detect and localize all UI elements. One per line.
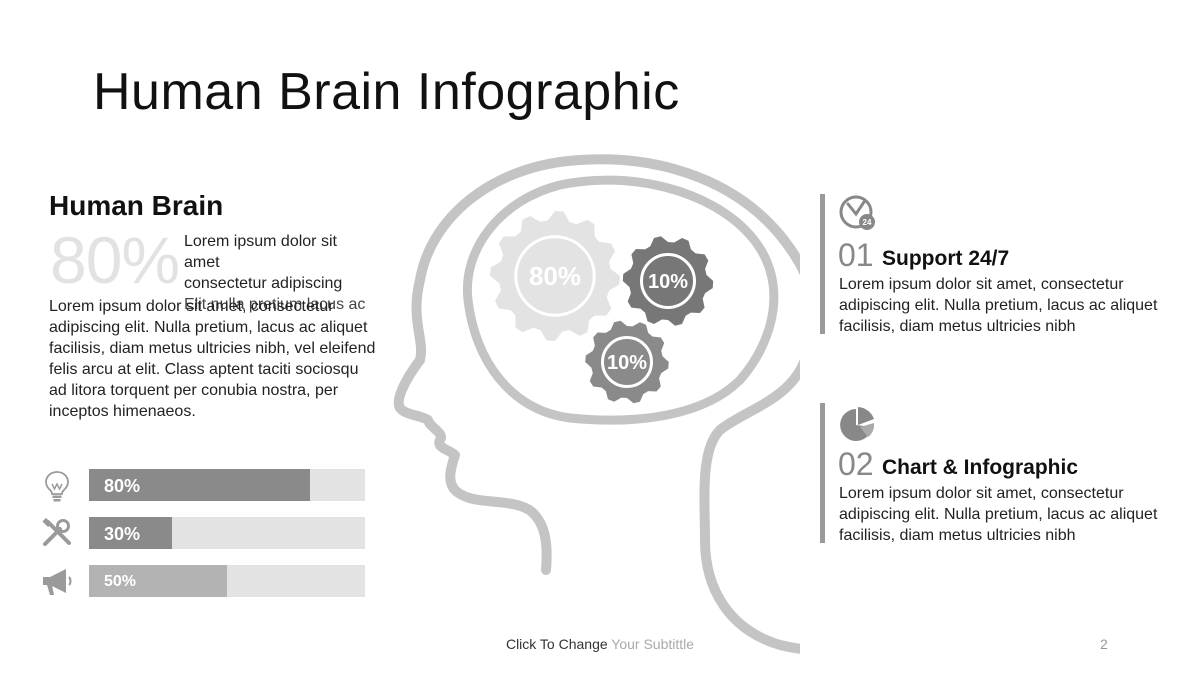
feature-description: Lorem ipsum dolor sit amet, consectetur …	[839, 485, 1158, 544]
gear-hub	[514, 235, 596, 317]
head-outline	[393, 154, 800, 654]
gear-label: 10%	[607, 352, 647, 374]
feature-title: Chart & Infographic	[882, 456, 1079, 479]
gear-hub	[601, 336, 653, 388]
feature-support: 24 01 Support 24/7 Lorem ipsum dolor sit…	[820, 194, 1160, 335]
megaphone-icon	[43, 569, 72, 595]
footer-subtitle[interactable]: Click To Change Your Subtittle	[0, 636, 1200, 652]
gear-hub	[640, 253, 696, 309]
page-title: Human Brain Infographic	[93, 63, 680, 121]
footer-prefix: Click To Change	[505, 636, 608, 652]
svg-text:24: 24	[863, 218, 872, 227]
progress-label: 30%	[104, 524, 141, 544]
feature-title: Support 24/7	[882, 247, 1010, 270]
progress-row-marketing: 50%	[40, 565, 370, 599]
feature-divider	[820, 403, 825, 543]
feature-number: 01	[838, 237, 874, 273]
gear-1: 80%	[490, 211, 620, 341]
progress-fill	[89, 469, 310, 501]
tools-icon	[42, 517, 71, 546]
progress-row-ideas: 80%	[40, 469, 370, 503]
footer-subtitle-placeholder: Your Subtittle	[611, 636, 695, 652]
section-heading: Human Brain	[49, 190, 224, 221]
brain-outline	[462, 175, 779, 425]
clock-24-icon: 24	[839, 195, 875, 230]
feature-description: Lorem ipsum dolor sit amet, consectetur …	[839, 276, 1158, 335]
intro-line: Lorem ipsum dolor sit	[184, 233, 337, 250]
intro-line: consectetur adipiscing	[184, 275, 343, 292]
gear-2: 10%	[622, 236, 714, 326]
gear-3: 10%	[585, 320, 669, 404]
feature-number: 02	[838, 446, 874, 482]
feature-chart: 02 Chart & Infographic Lorem ipsum dolor…	[820, 403, 1160, 544]
progress-row-tools: 30%	[40, 517, 370, 551]
progress-label: 50%	[104, 573, 137, 590]
progress-fill	[89, 565, 227, 597]
lightbulb-icon	[45, 471, 69, 502]
gear-label: 80%	[529, 261, 581, 291]
head-brain-illustration: 80% 10% 10%	[393, 154, 800, 654]
pie-chart-icon	[840, 407, 875, 441]
progress-fill	[89, 517, 172, 549]
body-paragraph: Lorem ipsum dolor sit amet, consectetur …	[49, 298, 376, 420]
page-number: 2	[1100, 636, 1108, 652]
intro-line-overlap: Elit nulla pretium lacus ac	[184, 296, 366, 313]
progress-track: 50%	[89, 565, 365, 597]
intro-text: Lorem ipsum dolor sit amet consectetur a…	[184, 231, 384, 315]
progress-track: 80%	[89, 469, 365, 501]
big-percentage: 80%	[50, 223, 180, 297]
progress-label: 80%	[104, 476, 141, 496]
progress-track: 30%	[89, 517, 365, 549]
intro-line: amet	[184, 254, 220, 271]
feature-divider	[820, 194, 825, 334]
gear-label: 10%	[648, 271, 688, 293]
